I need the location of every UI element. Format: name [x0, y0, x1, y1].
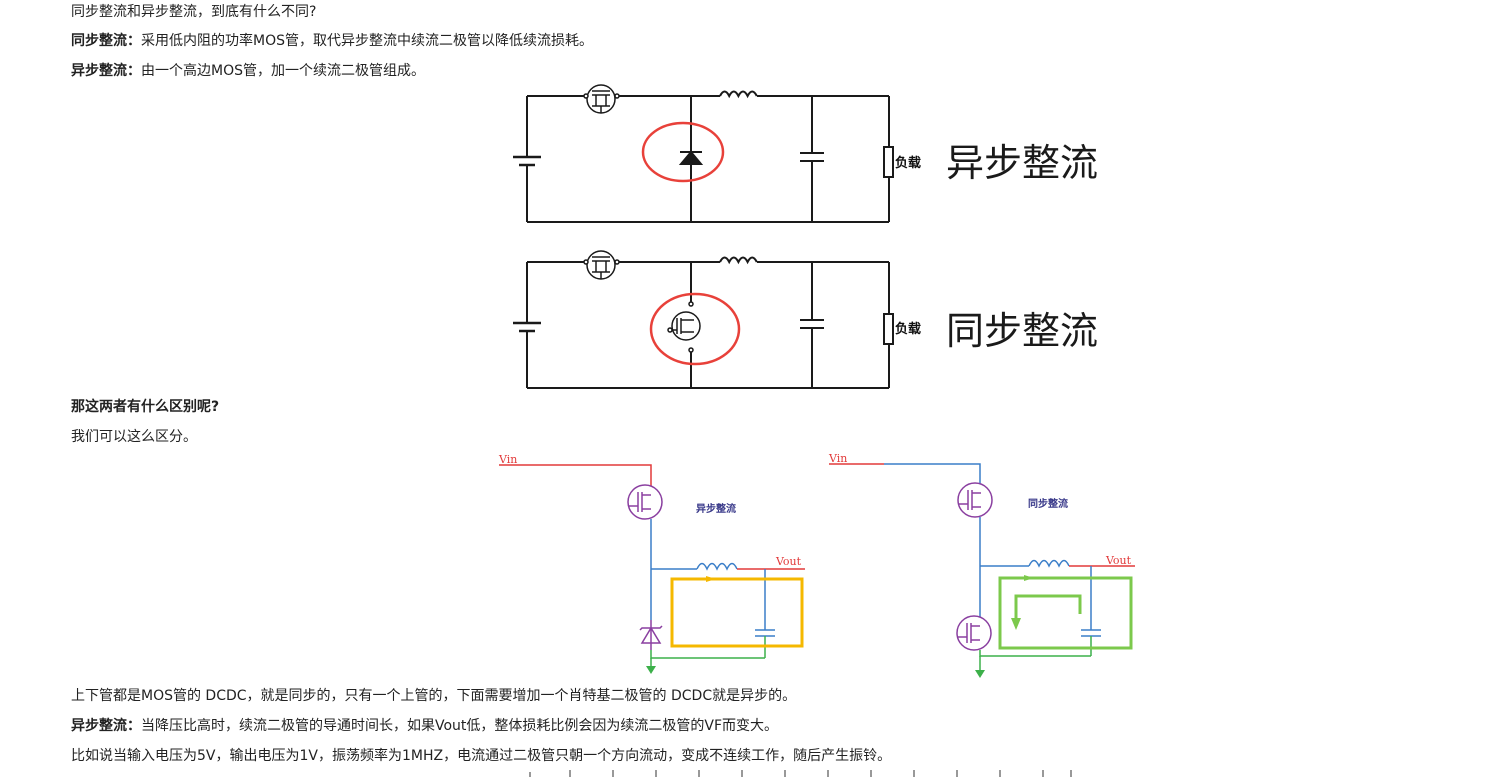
async-load-label: 负载 — [895, 155, 921, 171]
sync-inductor — [719, 256, 758, 265]
async-vout-label: Vout — [775, 555, 802, 568]
sync-low-side-switch-icon — [956, 615, 992, 651]
sync-high-side-mosfet-icon — [583, 250, 620, 280]
question-heading: 那这两者有什么区别呢? — [71, 397, 219, 417]
async-note-label: 异步整流： — [71, 718, 141, 734]
sync-mosfet-highlight — [649, 292, 741, 366]
async-current-loop — [670, 577, 804, 648]
async-circuit — [513, 84, 894, 223]
async-note: 异步整流：当降压比高时，续流二极管的导通时间长，如果Vout低，整体损耗比例会因… — [71, 716, 778, 736]
sync-vout-label: Vout — [1105, 554, 1132, 567]
async-flow-inductor — [696, 562, 738, 571]
sync-current-loop-outer — [998, 576, 1133, 650]
sync-current-loop-inner — [1014, 594, 1082, 620]
article-title: 同步整流和异步整流，到底有什么不同? — [71, 4, 317, 20]
answer-text: 我们可以这么区分。 — [71, 429, 197, 445]
async-freewheel-diode-icon — [678, 150, 704, 165]
async-high-side-mosfet-icon — [583, 84, 620, 114]
async-inductor — [719, 90, 758, 99]
sync-low-side-mosfet-icon — [667, 301, 701, 353]
sync-caption: 同步整流 — [946, 309, 1098, 353]
example-text: 比如说当输入电压为5V，输出电压为1V，振荡频率为1MHZ，电流通过二极管只朝一… — [71, 748, 892, 764]
async-note-text: 当降压比高时，续流二极管的导通时间长，如果Vout低，整体损耗比例会因为续流二极… — [141, 718, 779, 734]
sync-load-label: 负载 — [895, 321, 921, 337]
sync-circuit — [513, 250, 894, 389]
async-definition-text: 由一个高边MOS管，加一个续流二极管组成。 — [141, 63, 425, 79]
next-figure-axis-stub — [529, 770, 1072, 777]
async-caption: 异步整流 — [946, 141, 1098, 185]
sync-flow-inductor — [1028, 559, 1070, 568]
async-flow-diagram: Vin Vout — [498, 453, 805, 674]
sync-high-side-switch-icon — [957, 482, 993, 518]
sync-ground-icon — [975, 670, 985, 678]
async-definition: 异步整流：由一个高边MOS管，加一个续流二极管组成。 — [71, 61, 425, 81]
async-definition-label: 异步整流： — [71, 63, 141, 79]
async-flow-caption: 异步整流 — [696, 502, 736, 515]
sync-flow-caption: 同步整流 — [1028, 497, 1068, 510]
summary-text: 上下管都是MOS管的 DCDC，就是同步的，只有一个上管的，下面需要增加一个肖特… — [71, 688, 797, 704]
figure-current-flow: Vin Vout — [498, 452, 1135, 678]
async-vin-label: Vin — [498, 453, 517, 466]
question-text: 那这两者有什么区别呢? — [71, 399, 220, 415]
sync-flow-diagram: Vin Vout — [828, 452, 1135, 678]
sync-definition-label: 同步整流： — [71, 33, 141, 49]
async-diode-highlight — [641, 121, 725, 183]
async-schottky-diode-icon — [639, 620, 663, 650]
async-load-resistor — [883, 146, 894, 178]
async-high-side-switch-icon — [627, 484, 663, 520]
sync-vin-label: Vin — [828, 452, 847, 465]
sync-definition-text: 采用低内阻的功率MOS管，取代异步整流中续流二极管以降低续流损耗。 — [141, 33, 593, 49]
sync-load-resistor — [883, 313, 894, 345]
async-ground-icon — [646, 666, 656, 674]
sync-definition: 同步整流：采用低内阻的功率MOS管，取代异步整流中续流二极管以降低续流损耗。 — [71, 31, 593, 51]
